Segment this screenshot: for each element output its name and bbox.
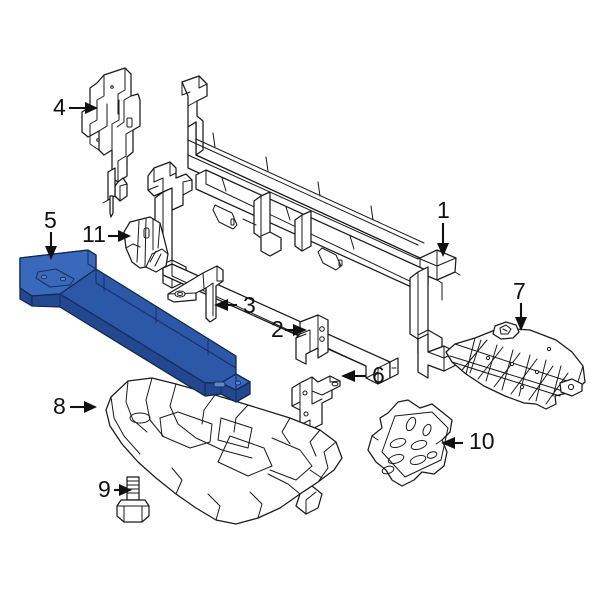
leader-6 bbox=[341, 370, 366, 382]
callout-number-3[interactable]: 3 bbox=[243, 292, 256, 318]
leader-8 bbox=[70, 401, 97, 413]
leader-5 bbox=[45, 232, 57, 260]
part-headlamp-mounting-panel[interactable] bbox=[81, 67, 141, 218]
part-engine-splash-shield[interactable] bbox=[445, 321, 586, 410]
leader-9 bbox=[114, 484, 132, 496]
leader-2 bbox=[285, 324, 307, 336]
leader-1 bbox=[437, 223, 449, 257]
part-engine-undercover[interactable] bbox=[105, 377, 343, 525]
callout-number-4[interactable]: 4 bbox=[53, 94, 66, 120]
callout-number-10[interactable]: 10 bbox=[469, 428, 495, 454]
callout-number-2[interactable]: 2 bbox=[271, 316, 284, 342]
callout-number-5[interactable]: 5 bbox=[44, 207, 57, 233]
leader-7 bbox=[515, 303, 527, 331]
callout-number-8[interactable]: 8 bbox=[53, 393, 66, 419]
part-hood-latch-brace[interactable] bbox=[167, 265, 224, 323]
callout-number-9[interactable]: 9 bbox=[98, 476, 111, 502]
part-air-duct-seal[interactable] bbox=[123, 216, 169, 273]
part-radiator-support-assembly[interactable] bbox=[147, 75, 461, 385]
leader-10 bbox=[441, 437, 463, 449]
callout-number-6[interactable]: 6 bbox=[372, 362, 385, 388]
callout-number-1[interactable]: 1 bbox=[437, 197, 450, 223]
part-lower-deflector-panel[interactable] bbox=[367, 399, 453, 487]
leader-3 bbox=[214, 299, 237, 311]
leader-4 bbox=[69, 102, 98, 114]
part-air-deflector-sight-shield[interactable] bbox=[19, 249, 251, 403]
part-flange-bolt[interactable] bbox=[116, 476, 150, 523]
callout-number-11[interactable]: 11 bbox=[82, 221, 106, 247]
callout-number-7[interactable]: 7 bbox=[513, 278, 526, 304]
leader-11 bbox=[108, 230, 131, 242]
part-support-bracket-lower[interactable] bbox=[295, 314, 329, 365]
part-side-mounting-bracket[interactable] bbox=[291, 375, 341, 431]
